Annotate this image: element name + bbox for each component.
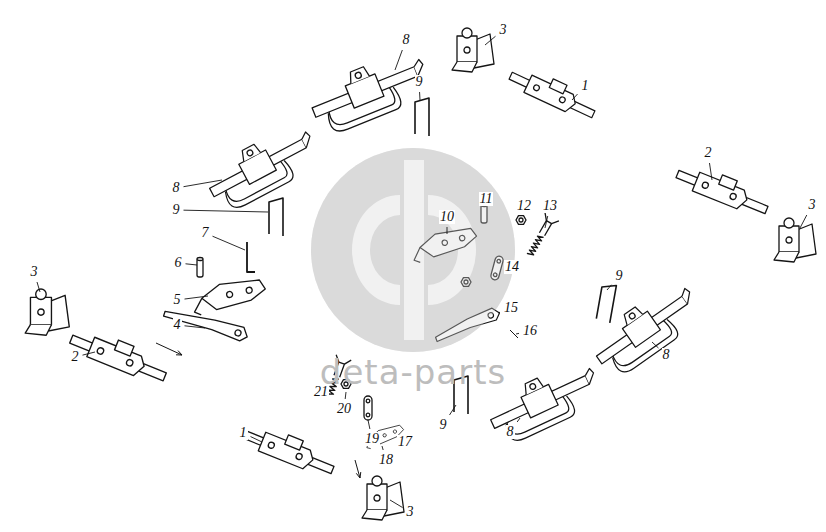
assembly-arrow bbox=[156, 343, 182, 355]
leader-line bbox=[345, 392, 347, 399]
callout-number: 5 bbox=[173, 293, 182, 307]
hinge-plate bbox=[67, 324, 171, 387]
cotter-pin bbox=[510, 330, 518, 338]
callout-number: 16 bbox=[522, 324, 538, 338]
pin bbox=[197, 258, 203, 278]
leader-line bbox=[498, 312, 500, 314]
callout-number: 13 bbox=[542, 199, 558, 213]
leader-line bbox=[572, 94, 578, 100]
callout-number: 9 bbox=[415, 75, 424, 89]
callout-number: 2 bbox=[71, 350, 80, 364]
callout-number: 2 bbox=[704, 146, 713, 160]
clamp-bracket bbox=[362, 476, 404, 520]
leader-line bbox=[390, 500, 403, 508]
leader-line bbox=[251, 437, 263, 442]
logo-veil bbox=[311, 148, 515, 352]
bolt bbox=[523, 213, 559, 259]
callout-number: 15 bbox=[503, 301, 519, 315]
link-bar bbox=[364, 396, 372, 420]
callout-number: 3 bbox=[499, 23, 508, 37]
staple-pin bbox=[415, 98, 429, 136]
callout-number: 3 bbox=[30, 265, 39, 279]
leader-lines bbox=[37, 36, 807, 507]
leader-line bbox=[800, 215, 807, 228]
callout-number: 8 bbox=[402, 33, 411, 47]
callout-number: 1 bbox=[239, 426, 248, 440]
callout-number: 3 bbox=[808, 198, 817, 212]
assembly-arrowhead bbox=[176, 351, 182, 355]
callout-number: 19 bbox=[364, 432, 380, 446]
leader-line bbox=[545, 216, 548, 228]
leader-line bbox=[186, 264, 198, 265]
callout-number: 10 bbox=[439, 210, 455, 224]
leader-line bbox=[607, 285, 612, 290]
callout-number: 8 bbox=[172, 181, 181, 195]
leader-line bbox=[213, 236, 246, 250]
callout-number: 6 bbox=[174, 256, 183, 270]
clamp-bracket bbox=[452, 28, 494, 72]
callout-number: 3 bbox=[406, 505, 415, 519]
callout-number: 8 bbox=[506, 425, 515, 439]
leader-line bbox=[517, 418, 520, 422]
callout-number: 1 bbox=[581, 79, 590, 93]
hinge-plate bbox=[674, 159, 773, 219]
watermark-logo bbox=[311, 148, 515, 352]
clamp-bracket bbox=[25, 289, 69, 335]
leader-line bbox=[450, 405, 457, 415]
leader-line bbox=[184, 180, 223, 187]
callout-number: 9 bbox=[615, 269, 624, 283]
leader-line bbox=[184, 210, 269, 212]
callout-number: 18 bbox=[378, 453, 394, 467]
callout-number: 8 bbox=[662, 348, 671, 362]
callout-number: 14 bbox=[504, 260, 520, 274]
leader-line bbox=[368, 420, 370, 429]
lock-plate bbox=[190, 275, 268, 316]
nut bbox=[516, 216, 526, 225]
callout-number: 9 bbox=[172, 203, 181, 217]
leader-line bbox=[37, 282, 40, 292]
leader-line bbox=[516, 333, 519, 335]
leader-line bbox=[709, 163, 712, 180]
staple-pin bbox=[269, 198, 283, 236]
assembly-arrowhead bbox=[356, 472, 361, 478]
watermark-text: deta-parts bbox=[319, 355, 507, 389]
staple-pin bbox=[596, 283, 616, 323]
hinge-plate bbox=[240, 419, 339, 479]
leader-line bbox=[83, 352, 96, 355]
lock-lever bbox=[164, 303, 250, 343]
assembly-arrow bbox=[355, 460, 360, 478]
leader-line bbox=[447, 227, 448, 234]
l-pin bbox=[247, 242, 255, 272]
leader-line bbox=[185, 326, 206, 328]
callout-number: 17 bbox=[397, 435, 413, 449]
hinge-plate bbox=[507, 62, 600, 123]
callout-number: 7 bbox=[201, 226, 210, 240]
leader-line bbox=[419, 92, 420, 100]
leader-line bbox=[382, 446, 383, 450]
latch-handle bbox=[305, 46, 435, 139]
callout-number: 9 bbox=[439, 418, 448, 432]
latch-handle bbox=[201, 119, 324, 216]
leader-line bbox=[652, 342, 659, 348]
clamp-bracket bbox=[774, 218, 816, 262]
callout-number: 12 bbox=[516, 199, 532, 213]
logo-disc bbox=[311, 148, 515, 352]
leader-line bbox=[185, 296, 209, 299]
leader-line bbox=[395, 50, 402, 70]
callout-number: 4 bbox=[173, 318, 182, 332]
leader-line bbox=[485, 36, 496, 45]
callout-number: 11 bbox=[479, 192, 494, 206]
callout-number: 20 bbox=[336, 402, 352, 416]
latch-handle bbox=[586, 276, 707, 381]
